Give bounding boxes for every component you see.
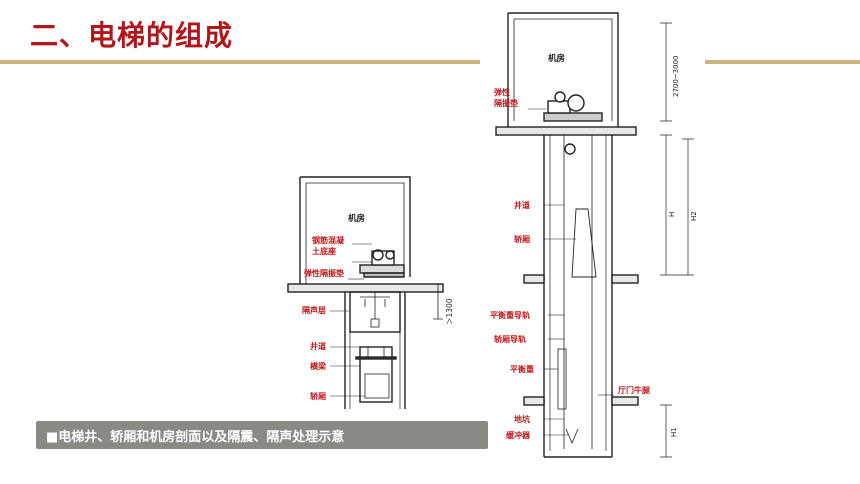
label-dim-top: 2700~3000 bbox=[672, 56, 680, 98]
label-crossbeam: 横梁 bbox=[310, 361, 327, 371]
label-buffer: 缓冲器 bbox=[506, 430, 531, 440]
label-machine-room-right: 机房 bbox=[548, 53, 565, 64]
label-dim-h1: H1 bbox=[670, 427, 678, 437]
label-pit: 地坑 bbox=[514, 414, 530, 424]
page-title: 二、电梯的组成 bbox=[30, 19, 234, 52]
floor-slab bbox=[287, 283, 444, 293]
machine-floor-slab bbox=[495, 126, 637, 136]
car-box bbox=[359, 346, 393, 403]
right-diagram-svg: 机房 弹性 隔振垫 井道 轿厢 平衡重导轨 轿厢导轨 平衡重 厅门牛腿 地坑 缓… bbox=[490, 12, 698, 458]
label-elastic-pad-right-1: 弹性 bbox=[494, 87, 510, 97]
caption-bar: ■电梯井、轿厢和机房剖面以及隔震、隔声处理示意 bbox=[36, 421, 488, 449]
label-shaft-right: 井道 bbox=[514, 200, 530, 210]
car-outline bbox=[571, 208, 597, 278]
machine-room-walls bbox=[507, 12, 619, 127]
right-elevator-diagram: 机房 弹性 隔振垫 井道 轿厢 平衡重导轨 轿厢导轨 平衡重 厅门牛腿 地坑 缓… bbox=[488, 9, 704, 464]
label-elastic-pad-right-2: 隔振垫 bbox=[494, 98, 518, 108]
label-counterweight: 平衡重 bbox=[510, 364, 534, 374]
label-concrete-base-2: 土底座 bbox=[312, 246, 336, 256]
title-underline-right bbox=[705, 60, 860, 64]
shaft-walls bbox=[543, 135, 613, 457]
label-dim-h: H bbox=[668, 212, 676, 217]
label-car: 轿厢 bbox=[310, 391, 326, 401]
label-concrete-base-1: 钢筋混凝 bbox=[312, 235, 345, 245]
label-elastic-pad: 弹性隔振垫 bbox=[304, 268, 344, 278]
label-hall-bracket: 厅门牛腿 bbox=[618, 385, 650, 395]
label-machine-room: 机房 bbox=[348, 213, 365, 224]
label-soundproof-layer: 隔声层 bbox=[302, 305, 326, 315]
shaft-walls bbox=[344, 292, 406, 409]
label-car-rail: 轿厢导轨 bbox=[494, 334, 526, 344]
label-dim-h2: H2 bbox=[690, 211, 698, 221]
label-shaft: 井道 bbox=[310, 341, 326, 351]
label-dimension: ＞1300 bbox=[445, 298, 454, 325]
title-underline bbox=[0, 60, 480, 64]
machine-room-wall-right bbox=[300, 176, 411, 277]
concrete-base bbox=[359, 264, 405, 274]
left-elevator-diagram: 机房 钢筋混凝 土底座 弹性隔振垫 隔声层 井道 横梁 轿厢 ＞1300 bbox=[280, 169, 470, 409]
counterweight-box bbox=[557, 348, 567, 410]
left-diagram-svg: 机房 钢筋混凝 土底座 弹性隔振垫 隔声层 井道 横梁 轿厢 ＞1300 bbox=[287, 176, 454, 409]
caption-text: ■电梯井、轿厢和机房剖面以及隔震、隔声处理示意 bbox=[46, 430, 345, 445]
label-counterweight-rail: 平衡重导轨 bbox=[490, 310, 530, 320]
label-car-right: 轿厢 bbox=[514, 234, 530, 244]
